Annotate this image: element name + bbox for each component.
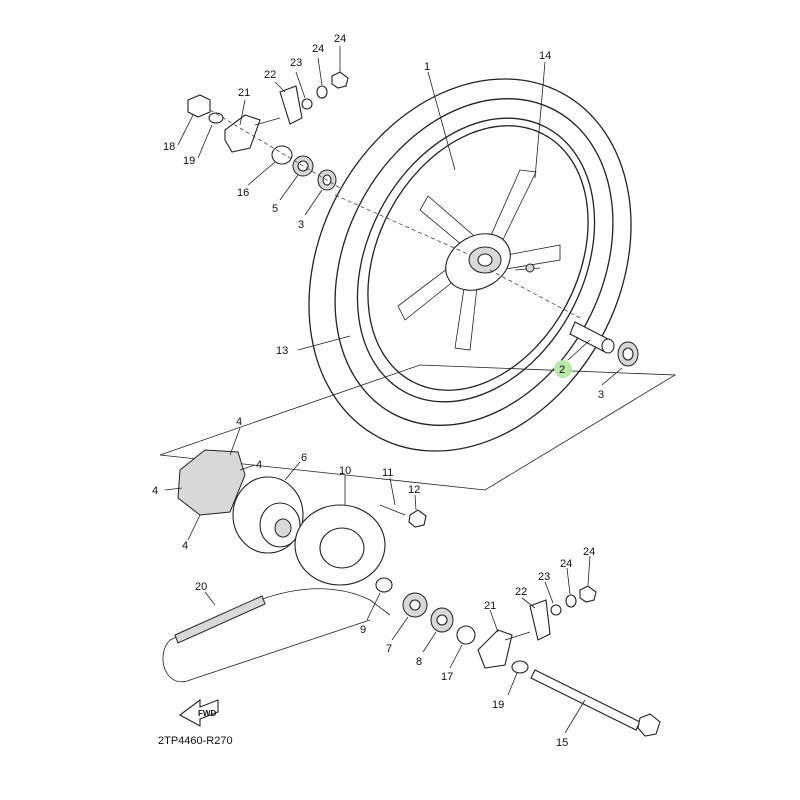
callout-9: 9 [360,624,366,636]
fwd-arrow-icon: FWD [178,698,219,727]
callout-1: 1 [424,61,430,73]
callout-24-top-a: 24 [312,43,324,55]
callout-4-a: 4 [236,416,242,428]
callout-23-bottom: 23 [538,571,550,583]
callout-19-bottom: 19 [492,699,504,711]
lower-bearing-group [375,577,661,737]
callout-10: 10 [339,465,351,477]
diagram-code: 2TP4460-R270 [158,735,233,747]
callout-7: 7 [386,643,392,655]
callout-24-top-b: 24 [334,33,346,45]
damper-group [177,449,427,586]
callout-24-bottom-a: 24 [560,558,572,570]
leader-lines [164,46,623,734]
axle-line-right [489,269,581,319]
callout-14: 14 [539,50,551,62]
callout-labels: 1 14 2 3 13 22 23 24 24 21 18 19 16 5 3 … [152,33,604,749]
fwd-label: FWD [198,709,216,718]
callout-3-right: 3 [598,389,604,401]
tire [308,78,632,452]
callout-21-top: 21 [238,87,250,99]
callout-15: 15 [556,737,568,749]
callout-19-top: 19 [183,155,195,167]
callout-6: 6 [301,452,307,464]
callout-8: 8 [416,656,422,668]
callout-4-b: 4 [256,459,262,471]
callout-11: 11 [382,467,393,479]
callout-5: 5 [272,203,278,215]
callout-2: 2 [559,364,565,376]
callout-23-top: 23 [290,57,302,69]
highlight-marker [554,360,572,378]
callout-3-top: 3 [298,219,304,231]
callout-13: 13 [276,345,288,357]
callout-22-top: 22 [264,69,276,81]
callout-21-bottom: 21 [484,600,496,612]
callout-4-c: 4 [152,485,158,497]
callout-22-bottom: 22 [515,586,527,598]
callout-24-bottom-b: 24 [583,546,595,558]
axle-line-left [334,194,471,256]
wheel-rim [397,169,561,351]
right-spacer-bearing [569,321,639,367]
callout-12: 12 [408,484,420,496]
callout-16: 16 [237,187,249,199]
drive-chain [162,588,391,683]
callout-18: 18 [163,141,175,153]
top-left-parts [187,71,349,191]
callout-4-d: 4 [182,540,188,552]
callout-17: 17 [441,671,453,683]
callout-20: 20 [195,581,207,593]
